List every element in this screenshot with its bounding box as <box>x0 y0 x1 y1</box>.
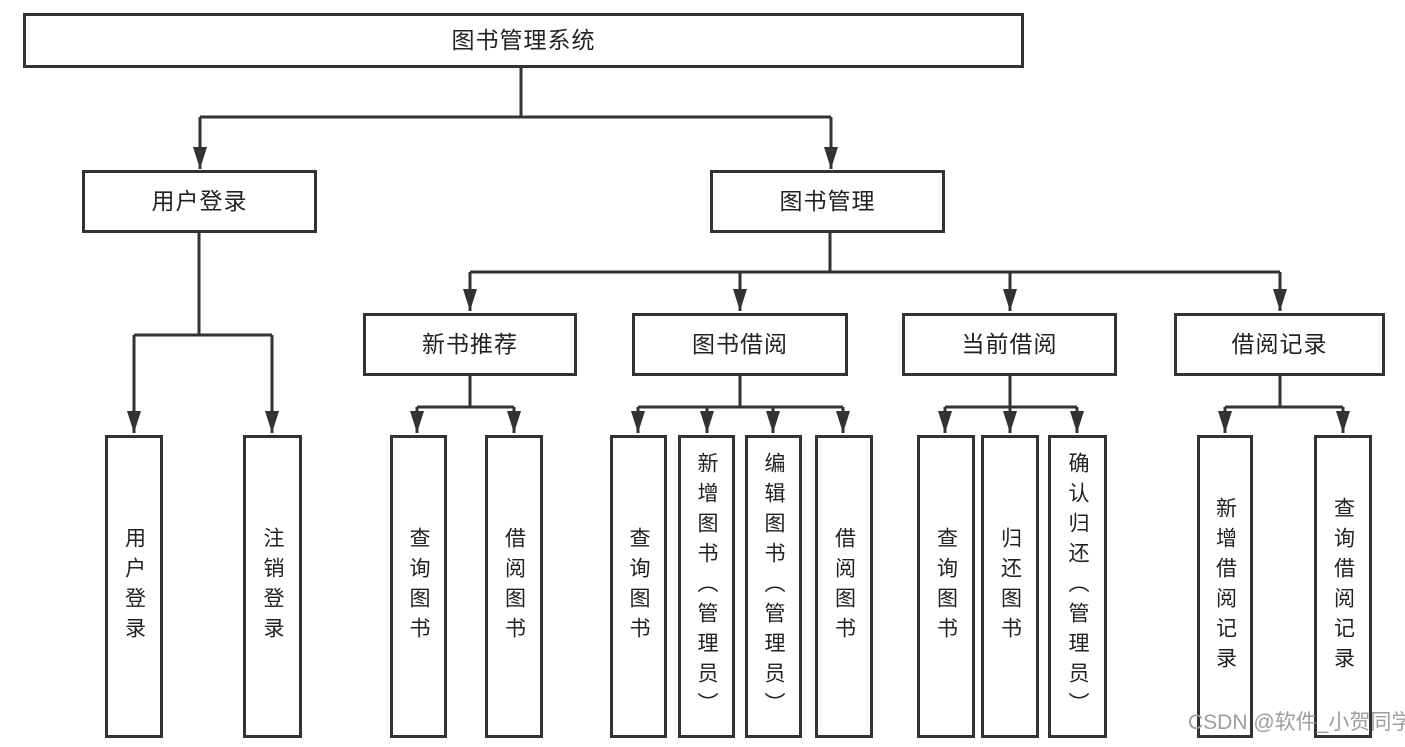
node-label: 图书管理 <box>779 188 876 214</box>
node-leaf-add-book-admin: 新增图书（管理员） <box>678 435 735 738</box>
node-book-borrowing: 图书借阅 <box>632 313 848 376</box>
node-user-login: 用户登录 <box>82 170 317 233</box>
node-label: 查询图书 <box>407 526 430 647</box>
node-label: 新增借阅记录 <box>1213 496 1237 677</box>
node-leaf-query-books-recommend: 查询图书 <box>390 435 447 738</box>
node-leaf-return-book: 归还图书 <box>981 435 1039 738</box>
node-label: 借阅记录 <box>1231 331 1328 357</box>
node-leaf-add-borrow-record: 新增借阅记录 <box>1197 435 1253 738</box>
node-leaf-query-borrow-record: 查询借阅记录 <box>1314 435 1372 738</box>
node-leaf-query-books-borrowing: 查询图书 <box>610 435 667 738</box>
node-label: 归还图书 <box>998 526 1022 647</box>
node-label: 当前借阅 <box>961 331 1058 357</box>
node-label: 确认归还（管理员） <box>1066 451 1089 722</box>
node-leaf-edit-book-admin: 编辑图书（管理员） <box>745 435 802 738</box>
node-label: 图书管理系统 <box>451 27 596 53</box>
node-leaf-logout: 注销登录 <box>243 435 302 738</box>
watermark: CSDN @软件_小贺同学 <box>1188 711 1405 734</box>
node-label: 图书借阅 <box>692 331 788 357</box>
node-label: 用户登录 <box>151 188 248 214</box>
node-leaf-confirm-return-admin: 确认归还（管理员） <box>1048 435 1107 738</box>
node-label: 用户登录 <box>122 526 146 647</box>
node-leaf-query-books-current: 查询图书 <box>917 435 975 738</box>
node-label: 新书推荐 <box>422 331 518 357</box>
node-library-management-system: 图书管理系统 <box>23 13 1024 68</box>
node-new-book-recommend: 新书推荐 <box>363 313 577 376</box>
node-current-borrowing: 当前借阅 <box>902 313 1117 376</box>
node-book-management: 图书管理 <box>710 170 945 233</box>
node-label: 借阅图书 <box>502 526 526 647</box>
node-label: 查询图书 <box>627 526 650 647</box>
node-label: 新增图书（管理员） <box>695 451 718 722</box>
node-borrowing-records: 借阅记录 <box>1174 313 1385 376</box>
node-label: 编辑图书（管理员） <box>762 451 785 722</box>
node-label: 借阅图书 <box>832 526 856 647</box>
node-leaf-user-login: 用户登录 <box>105 435 163 738</box>
node-leaf-borrow-books-recommend: 借阅图书 <box>485 435 543 738</box>
node-label: 查询借阅记录 <box>1331 496 1355 677</box>
node-label: 注销登录 <box>261 526 284 647</box>
node-label: 查询图书 <box>934 526 958 647</box>
node-leaf-borrow-books: 借阅图书 <box>815 435 873 738</box>
